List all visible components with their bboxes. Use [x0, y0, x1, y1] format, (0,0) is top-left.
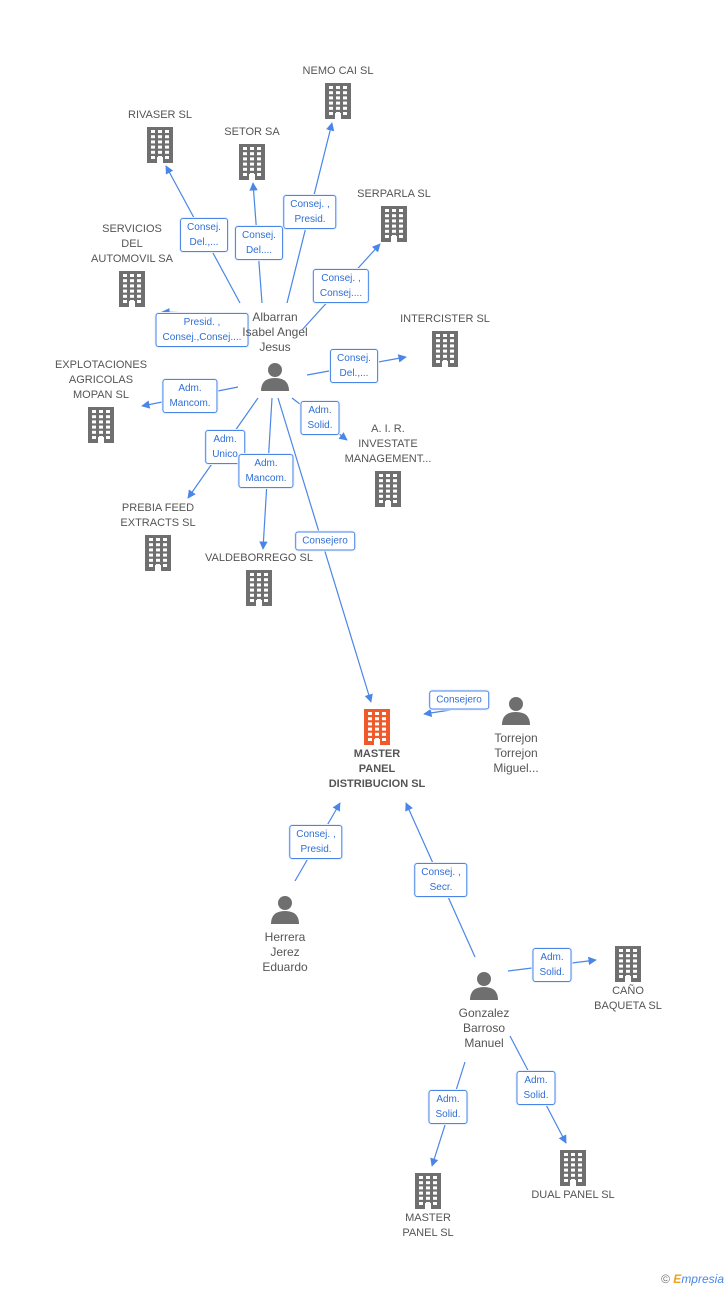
- company-name[interactable]: CAÑO BAQUETA SL: [594, 985, 662, 1012]
- relationship-label[interactable]: Consejero: [295, 531, 355, 551]
- company-icon[interactable]: [615, 946, 641, 982]
- relationship-label[interactable]: Consej. , Consej....: [312, 269, 370, 303]
- relationship-label[interactable]: Presid. , Consej.,Consej....: [155, 313, 249, 347]
- company-name[interactable]: PREBIA FEED EXTRACTS SL: [120, 502, 196, 529]
- company-icon[interactable]: [88, 407, 114, 443]
- company-name[interactable]: MASTER PANEL SL: [402, 1212, 454, 1239]
- relationship-label[interactable]: Consejero: [429, 690, 489, 710]
- company-name[interactable]: NEMO CAI SL: [302, 65, 374, 77]
- company-icon[interactable]: [432, 331, 458, 367]
- person-name[interactable]: Gonzalez Barroso Manuel: [458, 1006, 510, 1050]
- person-name[interactable]: Torrejon Torrejon Miguel...: [493, 731, 539, 775]
- company-icon[interactable]: [246, 570, 272, 606]
- person-icon[interactable]: [470, 972, 498, 1000]
- company-icon[interactable]: [560, 1150, 586, 1186]
- company-icon[interactable]: [119, 271, 145, 307]
- company-name[interactable]: SERPARLA SL: [357, 188, 431, 200]
- copyright-symbol: ©: [661, 1272, 670, 1286]
- relationship-label[interactable]: Adm. Solid.: [300, 401, 340, 435]
- relationship-label[interactable]: Consej. , Presid.: [289, 825, 343, 859]
- brand-name: mpresia: [681, 1272, 724, 1286]
- company-name[interactable]: RIVASER SL: [128, 109, 192, 121]
- relationship-label[interactable]: Consej. , Presid.: [283, 195, 337, 229]
- relationship-label[interactable]: Adm. Solid.: [428, 1090, 468, 1124]
- relationship-label[interactable]: Consej. , Secr.: [414, 863, 468, 897]
- company-name[interactable]: EXPLOTACIONES AGRICOLAS MOPAN SL: [54, 359, 148, 401]
- company-name[interactable]: A. I. R. INVESTATE MANAGEMENT...: [344, 423, 432, 465]
- company-icon[interactable]: [145, 535, 171, 571]
- company-name[interactable]: SERVICIOS DEL AUTOMOVIL SA: [91, 223, 173, 265]
- person-name[interactable]: Herrera Jerez Eduardo: [262, 930, 308, 974]
- empresia-logo[interactable]: © Empresia: [661, 1272, 724, 1286]
- person-icon[interactable]: [271, 896, 299, 924]
- person-icon[interactable]: [502, 697, 530, 725]
- company-name[interactable]: VALDEBORREGO SL: [205, 552, 313, 564]
- company-icon[interactable]: [375, 471, 401, 507]
- company-icon[interactable]: [325, 83, 351, 119]
- company-name[interactable]: MASTER PANEL DISTRIBUCION SL: [328, 748, 426, 790]
- edges-layer: [141, 122, 597, 1167]
- company-icon[interactable]: [147, 127, 173, 163]
- relationship-label[interactable]: Adm. Solid.: [532, 948, 572, 982]
- nodes-layer: [88, 83, 641, 1209]
- relationship-label[interactable]: Adm. Mancom.: [238, 454, 294, 488]
- relationship-label[interactable]: Adm. Unico: [205, 430, 245, 464]
- brand-initial: E: [673, 1272, 682, 1286]
- company-icon[interactable]: [381, 206, 407, 242]
- company-name[interactable]: SETOR SA: [224, 126, 280, 138]
- person-icon[interactable]: [261, 363, 289, 391]
- company-name[interactable]: INTERCISTER SL: [400, 313, 490, 325]
- company-icon[interactable]: [415, 1173, 441, 1209]
- company-icon[interactable]: [239, 144, 265, 180]
- main-company-icon[interactable]: [364, 709, 390, 745]
- relationship-label[interactable]: Adm. Mancom.: [162, 379, 218, 413]
- relationship-label[interactable]: Consej. Del.,...: [330, 349, 378, 383]
- company-name[interactable]: DUAL PANEL SL: [531, 1189, 615, 1201]
- relationship-label[interactable]: Consej. Del.,...: [180, 218, 228, 252]
- relationship-label[interactable]: Adm. Solid.: [516, 1071, 556, 1105]
- relationship-label[interactable]: Consej. Del....: [235, 226, 283, 260]
- person-name[interactable]: Albarran Isabel Angel Jesus: [242, 310, 308, 354]
